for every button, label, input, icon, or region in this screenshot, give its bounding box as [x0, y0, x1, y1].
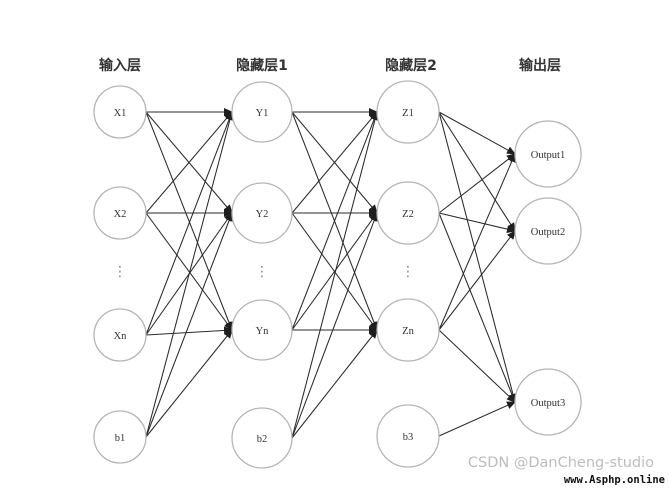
edge-Zn-Output3 — [438, 329, 516, 403]
node-circle — [514, 197, 582, 265]
node-hidden2-1: Z1 — [376, 80, 440, 144]
node-output-2: Output2 — [514, 197, 582, 265]
node-circle — [93, 186, 147, 240]
edge-b2-Zn — [291, 329, 378, 439]
edge-b1-Y1 — [145, 111, 234, 438]
node-circle — [93, 410, 147, 464]
node-circle — [514, 120, 582, 188]
node-circle — [231, 299, 293, 361]
edge-b1-Y2 — [145, 212, 233, 438]
site-url: www.Asphp.online — [563, 474, 665, 486]
node-label: Y2 — [256, 209, 269, 220]
node-label: Xn — [114, 331, 128, 342]
edge-Xn-Yn — [145, 326, 233, 336]
edge-Z1-Output1 — [438, 111, 516, 155]
layer-title-hidden2: 隐藏层2 — [385, 57, 437, 74]
node-circle — [376, 298, 440, 362]
edge-Y2-Z1 — [291, 111, 378, 214]
node-circle — [93, 308, 147, 362]
edge-Yn-Z1 — [291, 111, 378, 331]
node-label: X1 — [114, 108, 127, 119]
layer-title-output: 输出层 — [519, 57, 561, 74]
node-circle — [231, 182, 293, 244]
node-circle — [93, 85, 147, 139]
ellipsis-hidden2: ⋮ — [401, 264, 415, 280]
edge-Xn-Y1 — [145, 111, 233, 336]
node-output-1: Output1 — [514, 120, 582, 188]
ellipsis-input: ⋮ — [113, 264, 127, 280]
node-label: Y1 — [256, 108, 269, 119]
connections — [145, 108, 517, 439]
node-hidden1-3: Yn — [231, 299, 293, 361]
node-label: Z1 — [402, 108, 414, 119]
node-label: b2 — [257, 434, 268, 445]
edge-Z1-Output2 — [438, 111, 516, 232]
layer-title-input: 输入层 — [99, 57, 141, 74]
node-input-2: X2 — [93, 186, 147, 240]
node-hidden1-2: Y2 — [231, 182, 293, 244]
node-input-1: X1 — [93, 85, 147, 139]
node-hidden2-3: Zn — [376, 298, 440, 362]
node-input-4: b1 — [93, 410, 147, 464]
node-circle — [231, 407, 293, 469]
node-hidden2-4: b3 — [376, 404, 440, 468]
node-circle — [376, 181, 440, 245]
edge-Z1-Output3 — [438, 111, 517, 403]
node-label: Output2 — [531, 227, 565, 238]
node-circle — [231, 81, 293, 143]
edge-b1-Yn — [145, 329, 233, 438]
node-output-3: Output3 — [514, 368, 582, 436]
edge-b3-Output3 — [438, 401, 516, 437]
node-label: Zn — [402, 326, 414, 337]
node-label: b1 — [115, 433, 126, 444]
edge-Zn-Output2 — [438, 230, 516, 331]
edge-Z2-Output3 — [438, 212, 516, 403]
node-label: X2 — [114, 209, 127, 220]
edge-Yn-Z2 — [291, 212, 378, 331]
edge-b2-Z2 — [291, 212, 378, 439]
node-hidden1-1: Y1 — [231, 81, 293, 143]
edge-Z2-Output2 — [438, 212, 516, 234]
node-circle — [376, 80, 440, 144]
node-circle — [514, 368, 582, 436]
node-label: Yn — [256, 326, 270, 337]
node-label: Output3 — [531, 398, 565, 409]
node-hidden1-4: b2 — [231, 407, 293, 469]
edge-Zn-Output1 — [438, 153, 516, 331]
edge-X2-Y1 — [145, 111, 233, 214]
node-input-3: Xn — [93, 308, 147, 362]
layer-title-hidden1: 隐藏层1 — [236, 57, 288, 74]
edge-Z2-Output1 — [438, 153, 516, 214]
node-circle — [376, 404, 440, 468]
node-hidden2-2: Z2 — [376, 181, 440, 245]
edge-X2-Yn — [145, 212, 233, 331]
edge-X1-Yn — [145, 111, 233, 331]
node-label: b3 — [403, 432, 414, 443]
ellipsis-hidden1: ⋮ — [255, 264, 269, 280]
node-label: Output1 — [531, 150, 565, 161]
node-label: Z2 — [402, 209, 414, 220]
edge-b2-Z1 — [291, 111, 379, 439]
watermark: CSDN @DanCheng-studio — [467, 455, 654, 471]
